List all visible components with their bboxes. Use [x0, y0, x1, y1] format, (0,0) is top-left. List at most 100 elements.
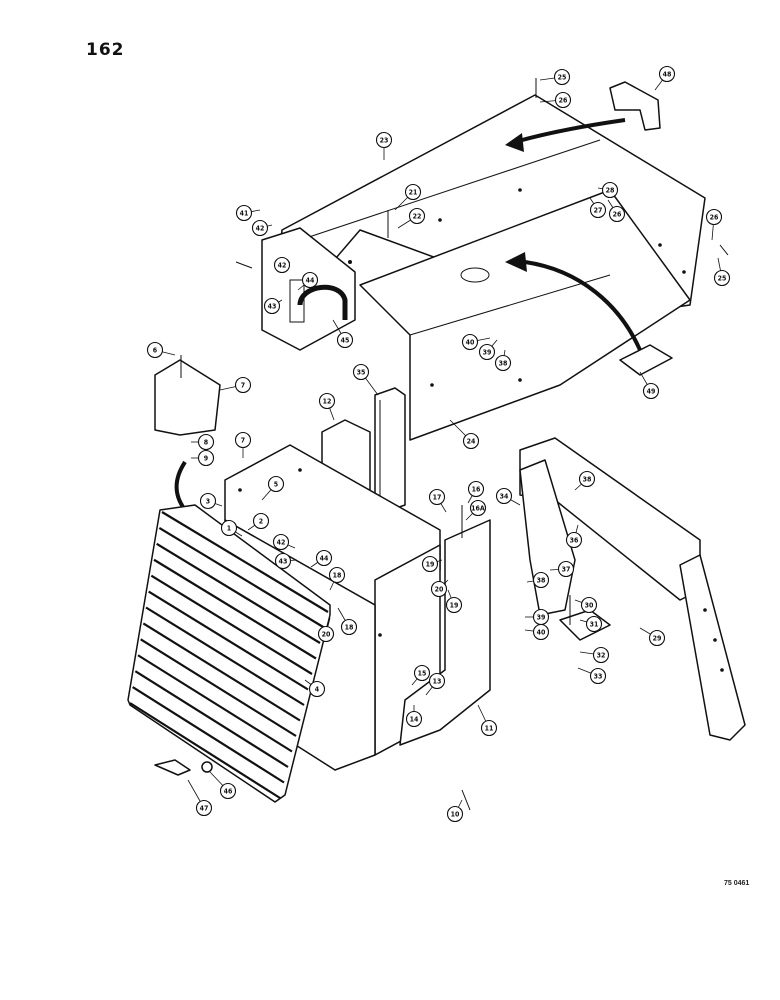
callout-label: 39 — [483, 349, 492, 357]
callout-label: 13 — [433, 678, 442, 686]
callout-19: 19 — [421, 555, 439, 573]
callout-label: 23 — [380, 137, 389, 145]
grille-slat — [145, 606, 305, 706]
callout-6: 6 — [146, 341, 164, 359]
callout-label: 46 — [224, 788, 233, 796]
callout-18: 18 — [328, 566, 346, 584]
callout-9: 9 — [197, 449, 215, 467]
callout-label: 44 — [306, 277, 315, 285]
callout-46: 46 — [219, 782, 237, 800]
callout-label: 20 — [435, 586, 444, 594]
callout-label: 44 — [320, 555, 329, 563]
callout-23: 23 — [375, 131, 393, 149]
callout-label: 26 — [710, 214, 719, 222]
callout-label: 30 — [585, 602, 594, 610]
callout-20: 20 — [317, 625, 335, 643]
callout-36: 36 — [565, 531, 583, 549]
callout-label: 1 — [227, 525, 231, 533]
callout-11: 11 — [480, 719, 498, 737]
callout-13: 13 — [428, 672, 446, 690]
support-frame-29 — [519, 437, 746, 741]
callout-label: 6 — [153, 347, 158, 355]
callout-32: 32 — [592, 646, 610, 664]
callout-label: 8 — [204, 439, 208, 447]
callout-8: 8 — [197, 433, 215, 451]
callout-label: 22 — [413, 213, 422, 221]
callout-18: 18 — [340, 618, 358, 636]
callout-label: 38 — [499, 360, 508, 368]
grille-slat — [129, 702, 281, 799]
grille-slat — [132, 686, 285, 784]
callout-25: 25 — [713, 269, 731, 287]
callout-label: 31 — [590, 621, 599, 629]
callout-35: 35 — [352, 363, 370, 381]
callout-43: 43 — [263, 297, 281, 315]
callout-16: 16 — [467, 480, 485, 498]
grille-slat — [148, 590, 309, 691]
callout-19: 19 — [445, 596, 463, 614]
callout-26: 26 — [608, 205, 626, 223]
grille-slat — [137, 654, 293, 753]
callout-42: 42 — [272, 533, 290, 551]
callout-label: 25 — [558, 74, 567, 82]
callout-label: 37 — [562, 566, 571, 574]
callout-38: 38 — [532, 571, 550, 589]
callout-39: 39 — [478, 343, 496, 361]
fasteners — [180, 78, 729, 811]
grille-slat — [142, 622, 301, 722]
grille-slat — [161, 511, 329, 613]
callout-2: 2 — [252, 512, 270, 530]
drawing-code: 75 0461 — [724, 880, 750, 887]
callout-40: 40 — [461, 333, 479, 351]
callout-label: 5 — [274, 481, 278, 489]
callout-label: 12 — [323, 398, 332, 406]
grille-slat — [150, 574, 313, 675]
callout-label: 42 — [278, 262, 287, 270]
arrowhead-top — [505, 133, 524, 152]
callout-27: 27 — [589, 201, 607, 219]
callout-label: 11 — [485, 725, 494, 733]
callout-label: 16A — [471, 505, 485, 513]
callout-29: 29 — [648, 629, 666, 647]
callout-25: 25 — [553, 68, 571, 86]
callout-label: 49 — [647, 388, 656, 396]
callout-label: 10 — [451, 811, 460, 819]
callout-label: 40 — [537, 629, 546, 637]
callout-label: 28 — [606, 187, 615, 195]
callout-label: 19 — [426, 561, 435, 569]
callout-label: 20 — [322, 631, 331, 639]
callout-1: 1 — [220, 519, 238, 537]
callout-44: 44 — [301, 271, 319, 289]
callout-label: 17 — [433, 494, 442, 502]
callout-45: 45 — [336, 331, 354, 349]
callout-12: 12 — [318, 392, 336, 410]
callout-label: 19 — [450, 602, 459, 610]
callout-label: 38 — [537, 577, 546, 585]
callout-21: 21 — [404, 183, 422, 201]
callout-label: 38 — [583, 476, 592, 484]
callout-label: 45 — [341, 337, 350, 345]
callout-20: 20 — [430, 580, 448, 598]
grille-slat — [140, 638, 297, 737]
callout-47: 47 — [195, 799, 213, 817]
plate-7 — [154, 359, 221, 436]
callout-26: 26 — [705, 208, 723, 226]
callout-label: 36 — [570, 537, 579, 545]
callout-33: 33 — [589, 667, 607, 685]
grille-slat — [156, 542, 321, 644]
callout-30: 30 — [580, 596, 598, 614]
callout-16a: 16A — [469, 499, 487, 517]
callout-label: 27 — [594, 207, 603, 215]
grille-slat — [158, 526, 325, 629]
callout-label: 29 — [653, 635, 662, 643]
callout-39: 39 — [532, 608, 550, 626]
callout-38: 38 — [578, 470, 596, 488]
callout-label: 7 — [241, 437, 245, 445]
callout-28: 28 — [601, 181, 619, 199]
callout-17: 17 — [428, 488, 446, 506]
callout-label: 43 — [279, 558, 288, 566]
callout-label: 7 — [241, 382, 245, 390]
grille-slat — [134, 670, 289, 768]
